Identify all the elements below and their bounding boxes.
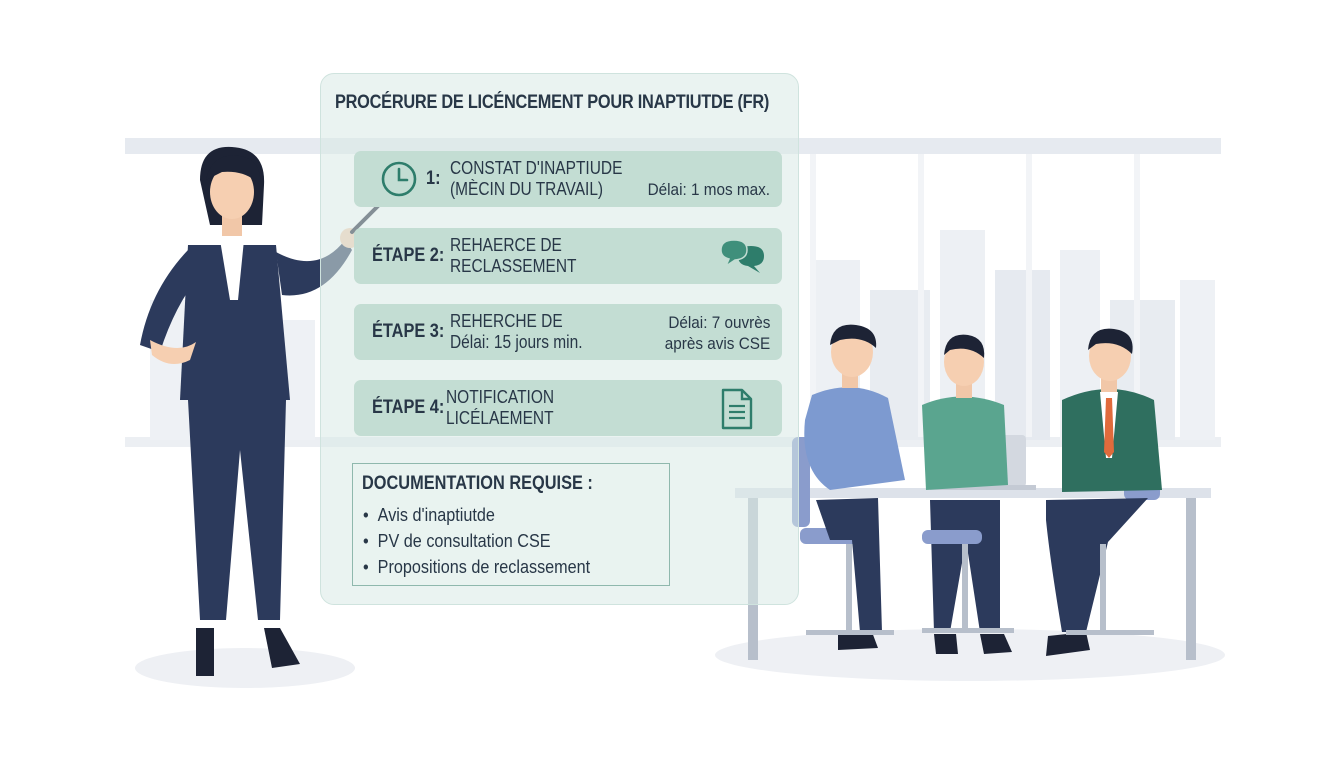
step-3-card: ÉTAPE 3: REHERCHE DE Délai: 15 jours min… bbox=[354, 304, 782, 360]
step-1-label: 1: bbox=[426, 168, 441, 189]
step-2-title-line2: RECLASSEMENT bbox=[450, 256, 577, 276]
documentation-item: Propositions de reclassement bbox=[363, 554, 591, 580]
step-3-delay-line1: Délai: 7 ouvrès bbox=[667, 313, 770, 332]
step-3-label: ÉTAPE 3: bbox=[372, 321, 445, 342]
document-icon bbox=[720, 388, 754, 435]
documentation-title: DOCUMENTATION REQUISE : bbox=[362, 473, 593, 494]
step-1-card: 1: CONSTAT D'INAPTIUDE (MÈCIN DU TRAVAIL… bbox=[354, 151, 782, 207]
step-4-label: ÉTAPE 4: bbox=[372, 397, 445, 418]
man-right-green-suit bbox=[1046, 328, 1162, 656]
step-3-title-line1: REHERCHE DE bbox=[450, 311, 563, 331]
floor-shadow-left bbox=[135, 648, 355, 688]
step-2-label: ÉTAPE 2: bbox=[372, 245, 445, 266]
clock-icon bbox=[380, 160, 418, 203]
documentation-list: Avis d'inaptiutde PV de consultation CSE… bbox=[363, 502, 615, 580]
floor-shadow-right bbox=[715, 629, 1225, 681]
step-3-delay-min: Délai: 15 jours min. bbox=[450, 332, 583, 352]
step-3-delay-line2: après avis CSE bbox=[664, 334, 770, 353]
chat-bubbles-icon bbox=[718, 236, 768, 281]
step-4-card: ÉTAPE 4: NOTIFICATION LICÉLAEMENT bbox=[354, 380, 782, 436]
presenter-woman bbox=[140, 146, 380, 676]
documentation-box: DOCUMENTATION REQUISE : Avis d'inaptiutd… bbox=[352, 463, 670, 586]
step-4-title-line1: NOTIFICATION bbox=[446, 387, 555, 407]
step-4-title-line2: LICÉLAEMENT bbox=[446, 408, 554, 428]
documentation-item: Avis d'inaptiutde bbox=[363, 502, 590, 528]
step-1-title-line2: (MÈCIN DU TRAVAIL) bbox=[450, 179, 604, 199]
step-2-card: ÉTAPE 2: REHAERCE DE RECLASSEMENT bbox=[354, 228, 782, 284]
step-2-title-line1: REHAERCE DE bbox=[450, 235, 562, 255]
step-1-title-line1: CONSTAT D'INAPTIUDE bbox=[450, 158, 623, 178]
documentation-item: PV de consultation CSE bbox=[363, 528, 590, 554]
office-chairs bbox=[806, 530, 1154, 635]
step-1-delay: Délai: 1 mos max. bbox=[647, 180, 770, 199]
board-title: PROCÉRURE DE LICÉNCEMENT POUR INAPTIUTDE… bbox=[335, 92, 770, 113]
procedure-board: PROCÉRURE DE LICÉNCEMENT POUR INAPTIUTDE… bbox=[320, 73, 799, 605]
